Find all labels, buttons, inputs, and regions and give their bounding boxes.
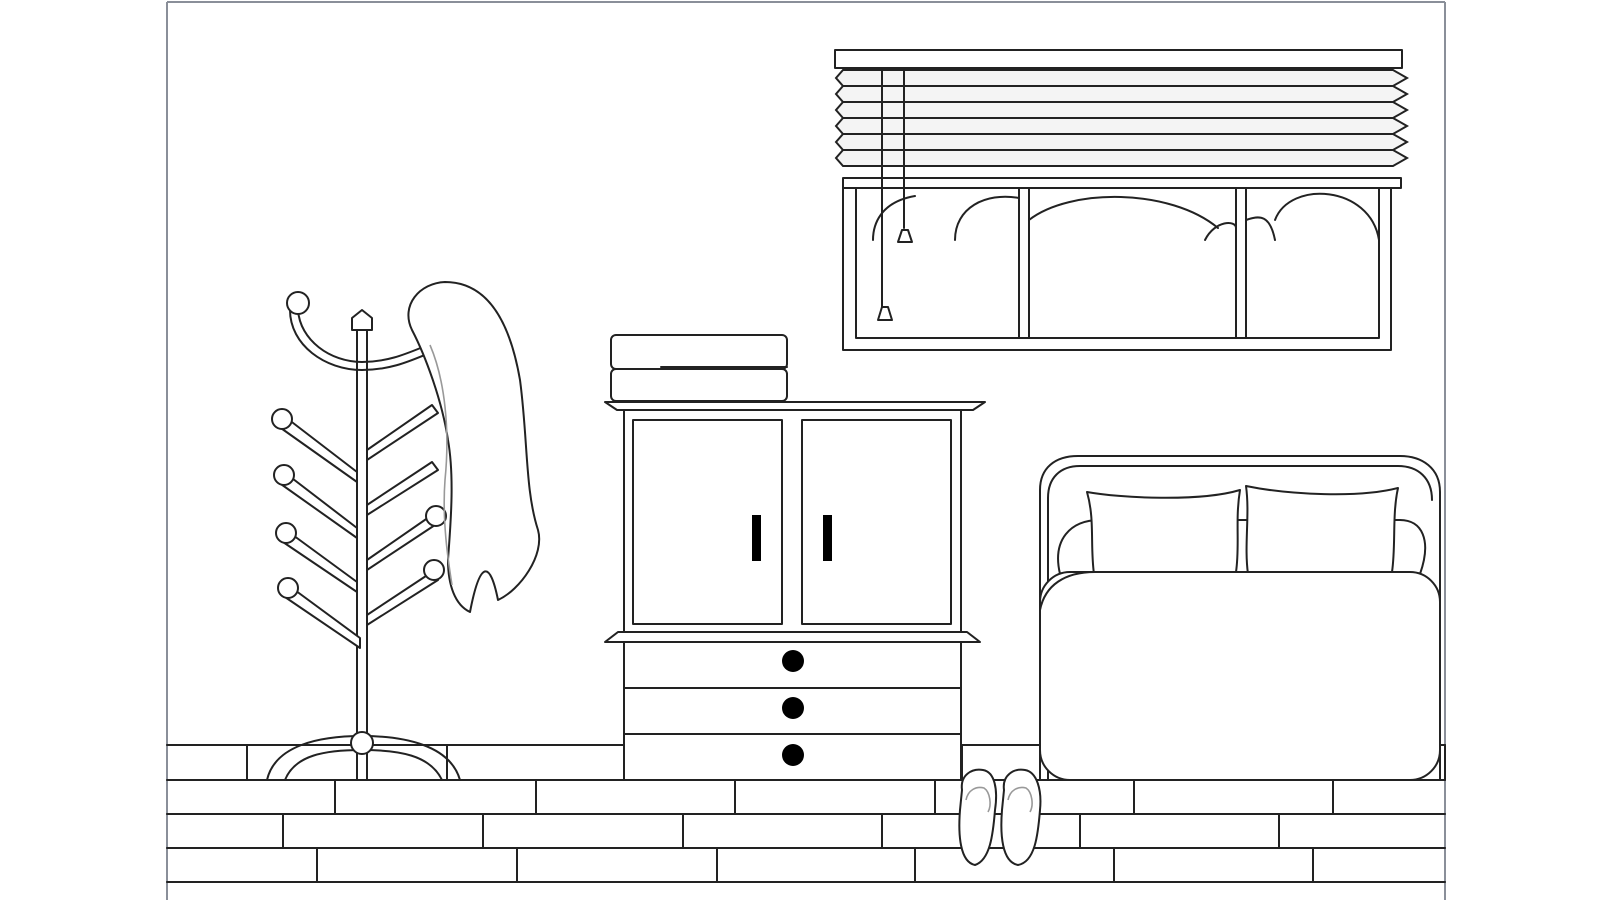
drawer-knob-1 [782, 650, 804, 672]
folded-towels [610, 334, 788, 402]
drawer-knob-3 [782, 744, 804, 766]
slippers [958, 768, 1042, 866]
pillow-left [1086, 489, 1241, 575]
cabinet [604, 401, 986, 781]
drawer-3 [623, 733, 962, 781]
bed [1039, 455, 1441, 781]
door-handle-left [752, 515, 761, 561]
cabinet-door-right [801, 419, 952, 625]
pillow-right [1245, 485, 1399, 575]
clouds [872, 192, 1380, 241]
coat-rack [266, 291, 461, 781]
door-handle-right [823, 515, 832, 561]
window-blinds [834, 49, 1410, 189]
window [842, 69, 1392, 351]
drawer-knob-2 [782, 697, 804, 719]
cabinet-door-left [632, 419, 783, 625]
hanging-scarf [407, 281, 541, 613]
blind-cords [877, 69, 913, 321]
